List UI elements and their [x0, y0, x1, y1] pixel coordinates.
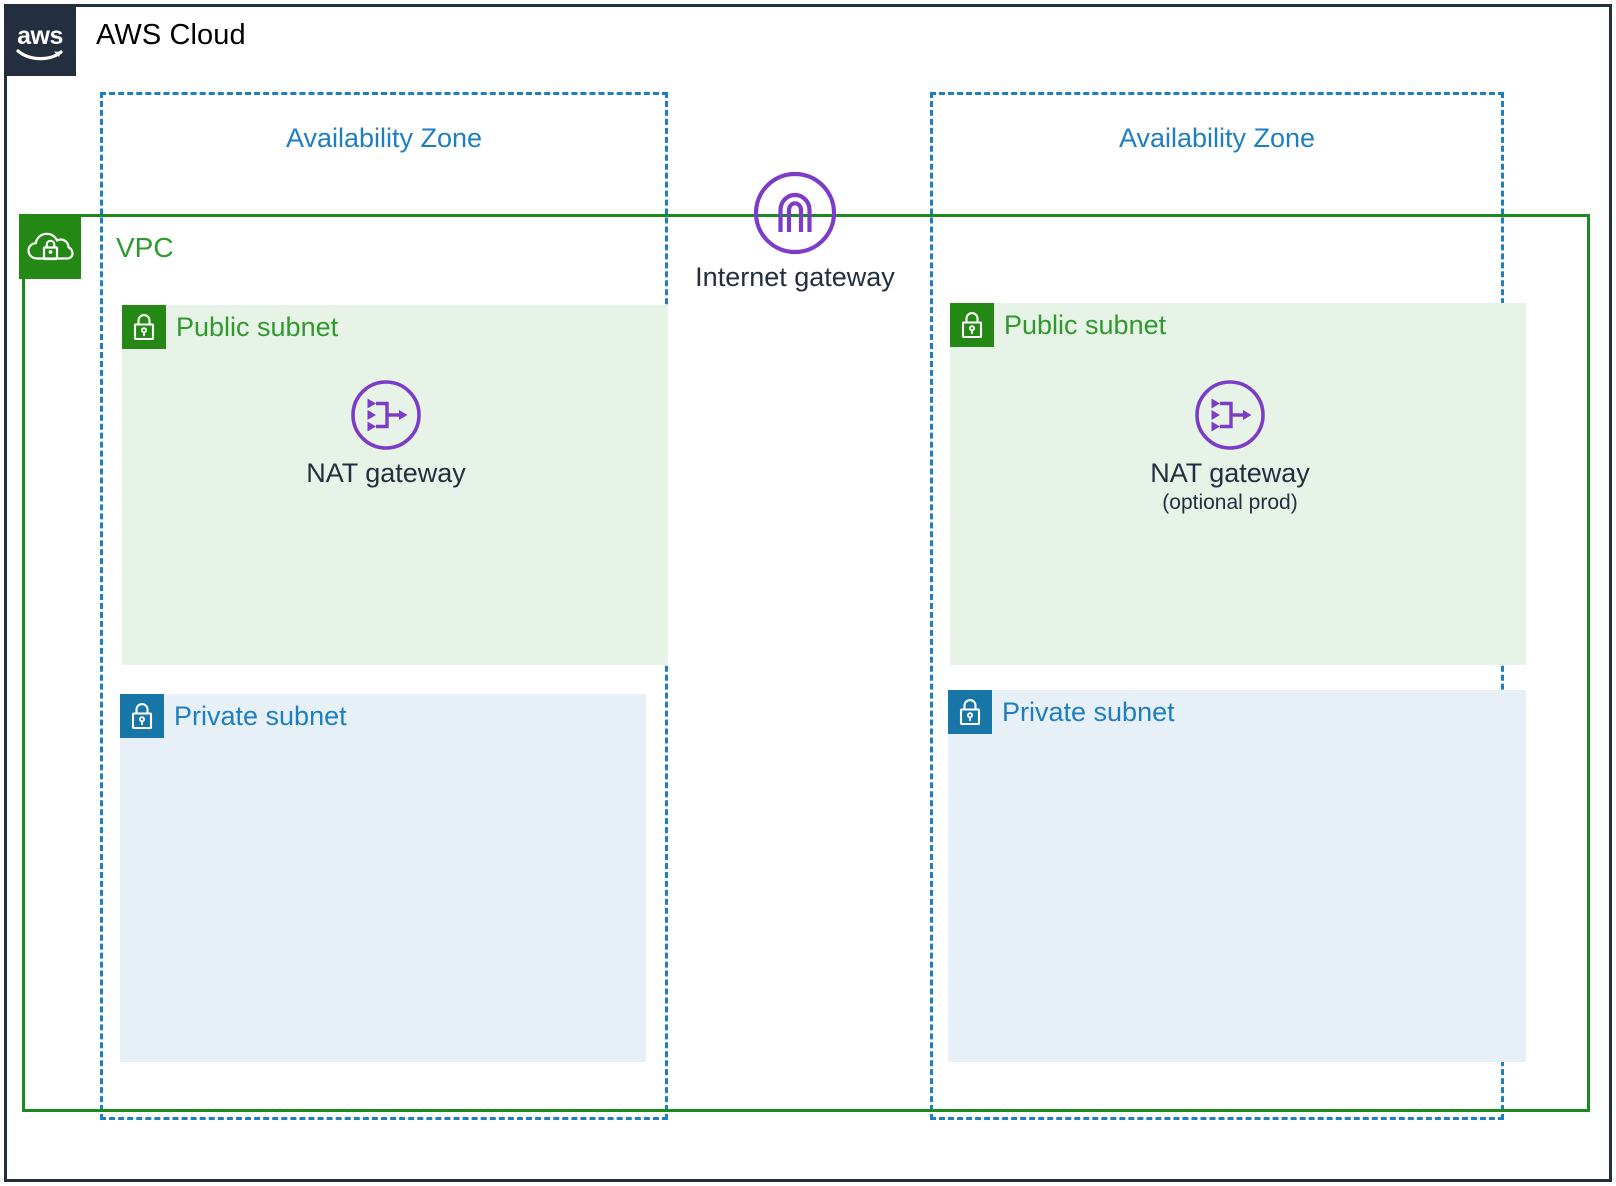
- lock-icon: [120, 694, 164, 738]
- nat-gateway-icon: [1195, 380, 1265, 450]
- nat-gateway-left-label: NAT gateway: [306, 458, 466, 488]
- private-subnet-left-label: Private subnet: [174, 701, 347, 731]
- availability-zone-left-title: Availability Zone: [285, 123, 483, 153]
- availability-zone-right-title: Availability Zone: [1118, 123, 1316, 153]
- page-title: AWS Cloud: [96, 19, 246, 51]
- nat-gateway-icon: [351, 380, 421, 450]
- svg-text:aws: aws: [17, 22, 63, 50]
- nat-gateway-right-label: NAT gateway: [1150, 458, 1310, 488]
- vpc-boundary: [22, 214, 1590, 1112]
- lock-icon: [948, 690, 992, 734]
- private-subnet-left: Private subnet: [120, 694, 646, 1062]
- aws-cloud-boundary: [4, 4, 1612, 1182]
- lock-icon: [122, 305, 166, 349]
- vpc-cloud-lock-icon: [19, 214, 81, 279]
- lock-icon: [950, 303, 994, 347]
- internet-gateway-label: Internet gateway: [695, 262, 895, 292]
- public-subnet-left: Public subnet: [122, 305, 668, 665]
- nat-gateway-right-node[interactable]: NAT gateway (optional prod): [1100, 378, 1360, 516]
- public-subnet-left-label: Public subnet: [176, 312, 339, 342]
- private-subnet-right: Private subnet: [948, 690, 1526, 1062]
- private-subnet-right-label: Private subnet: [1002, 697, 1175, 727]
- aws-logo-icon: aws: [4, 4, 76, 76]
- vpc-label: VPC: [116, 232, 174, 263]
- internet-gateway-icon: [753, 171, 837, 255]
- nat-gateway-left-node[interactable]: NAT gateway: [256, 378, 516, 490]
- internet-gateway-node[interactable]: Internet gateway: [665, 170, 925, 294]
- public-subnet-right: Public subnet: [950, 303, 1526, 665]
- nat-gateway-right-sublabel: (optional prod): [1162, 491, 1298, 514]
- public-subnet-right-label: Public subnet: [1004, 310, 1167, 340]
